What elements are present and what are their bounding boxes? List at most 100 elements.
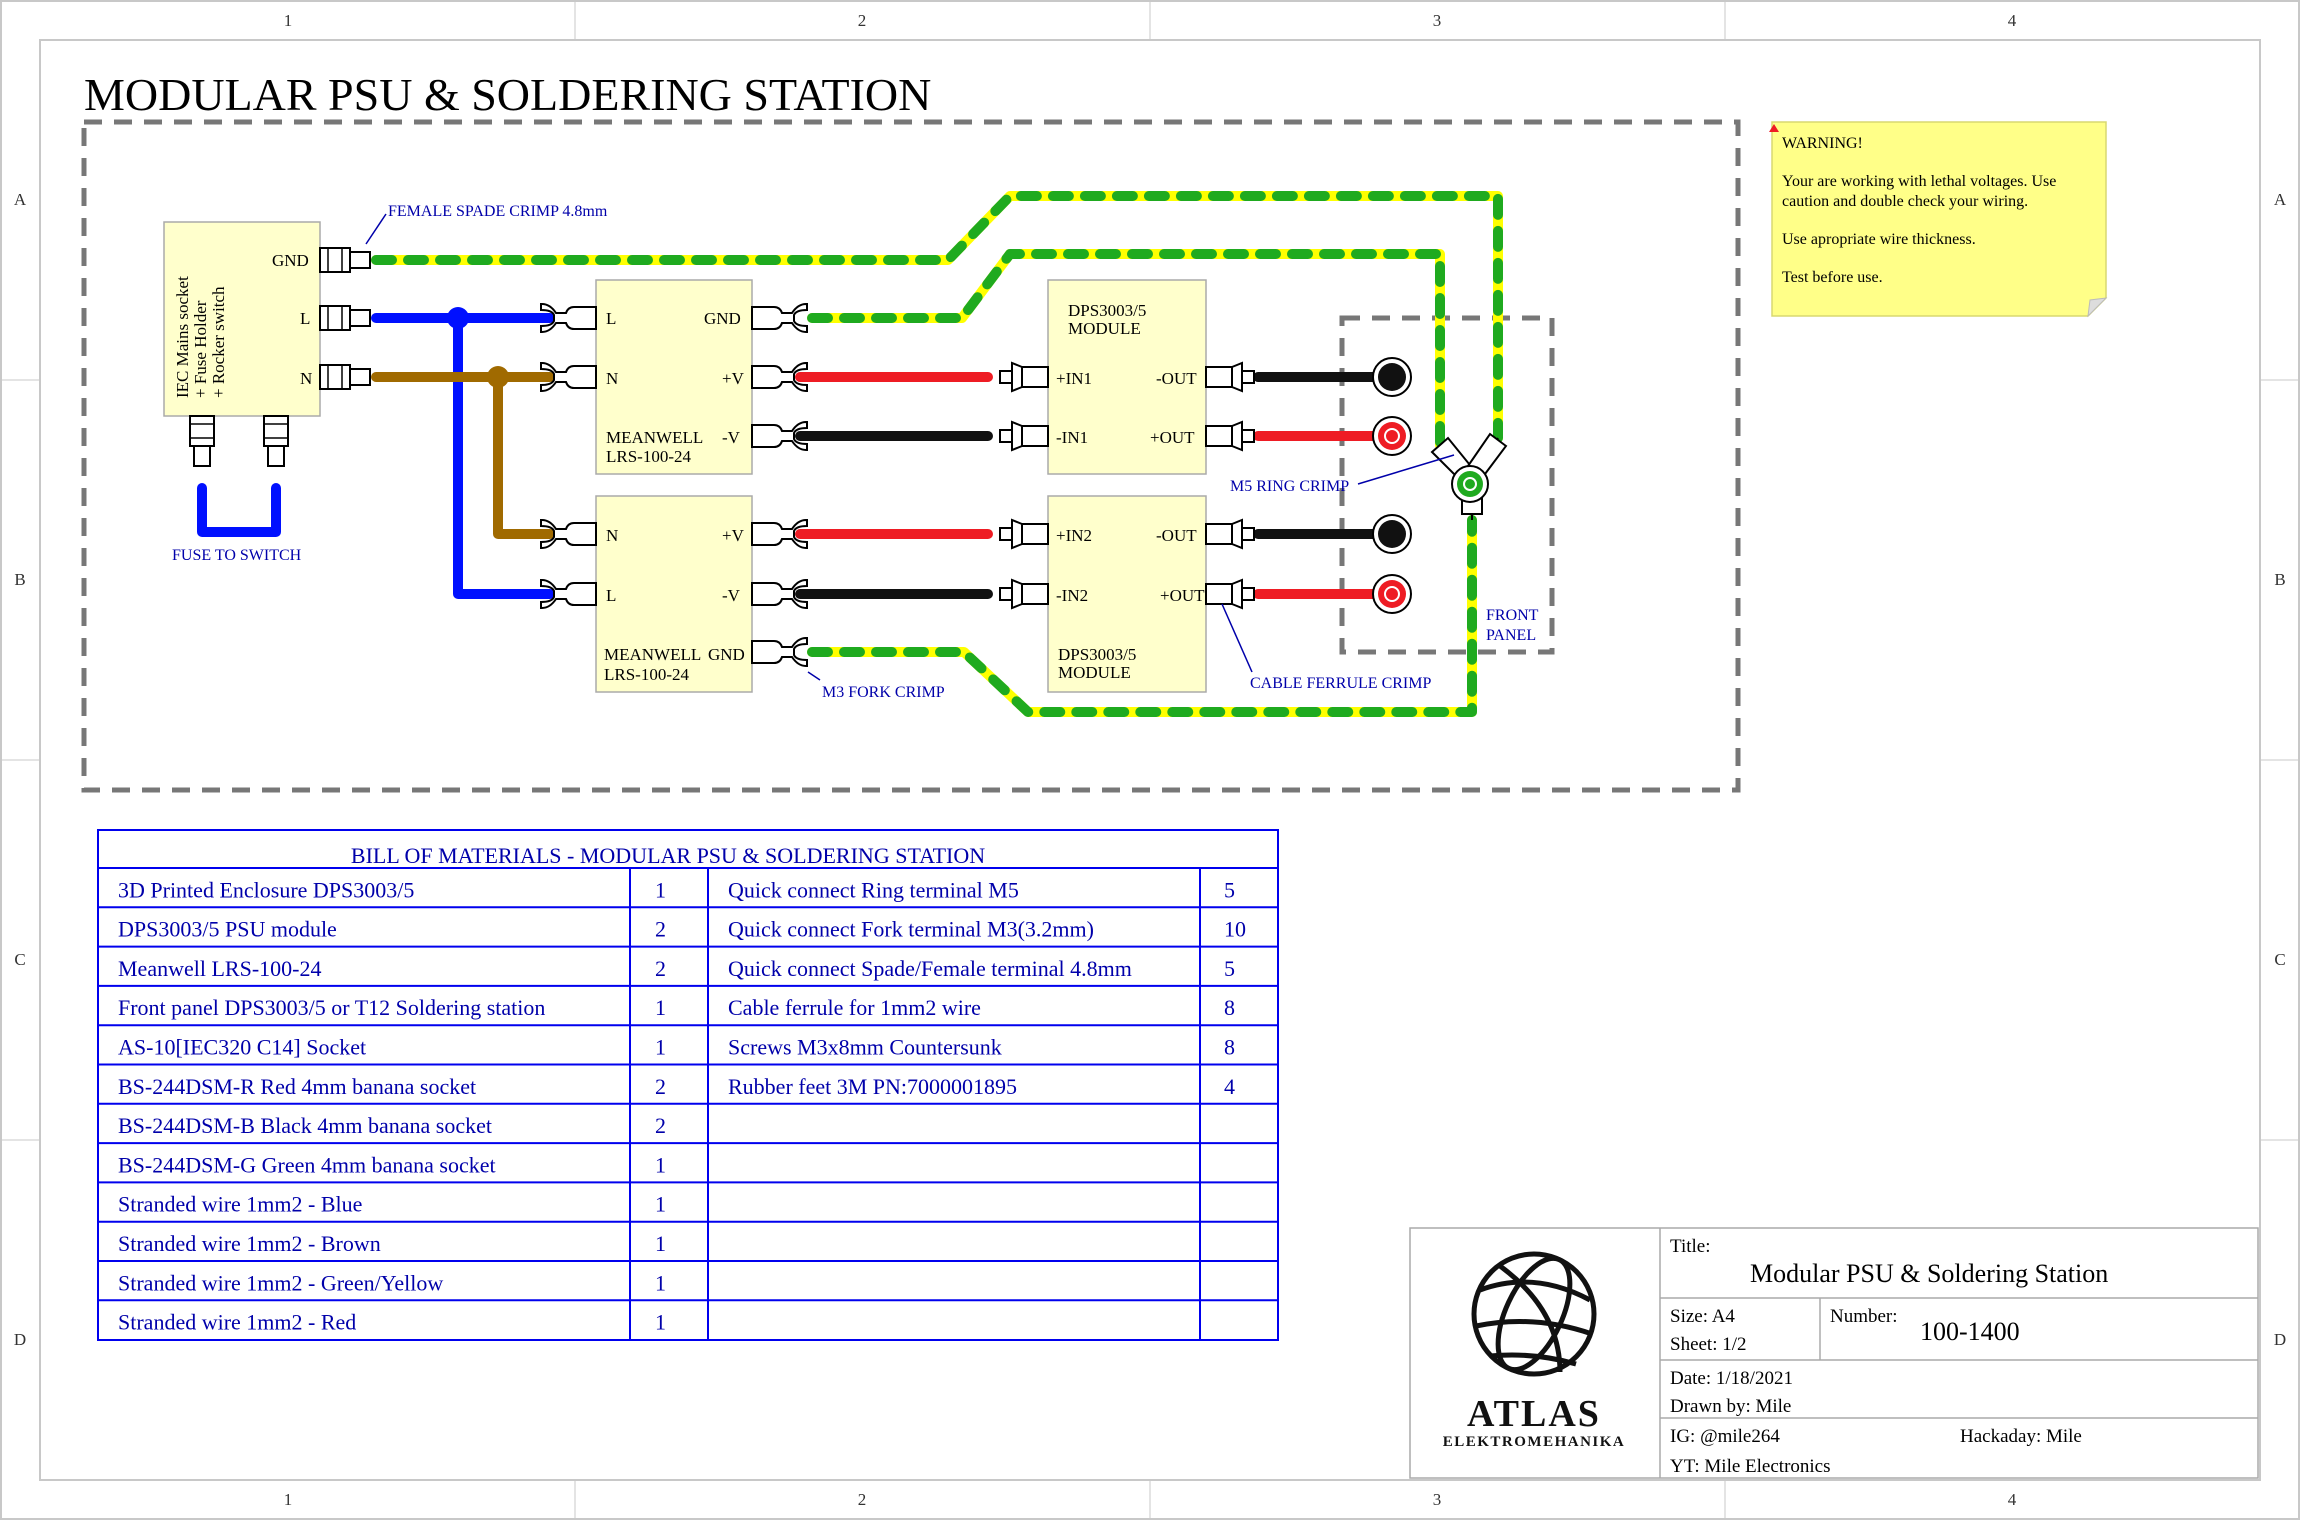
page-title: MODULAR PSU & SOLDERING STATION [84,69,931,120]
callout-front-panel: FRONT [1486,607,1539,624]
pin-label: L [606,309,616,328]
bom-qty: 10 [1224,917,1246,942]
fuse-wire [197,483,281,537]
sheet-field: Sheet: 1/2 [1670,1334,1747,1355]
wires [197,191,1503,717]
pin-label: +IN2 [1056,526,1092,545]
callouts: FEMALE SPADE CRIMP 4.8mm FUSE TO SWITCH … [172,203,1539,701]
enclosure-outline [81,119,1741,793]
col-label: 3 [1433,1490,1442,1509]
iec-label: IEC Mains socket [173,276,192,398]
col-label: 2 [858,11,867,30]
drawing-number: 100-1400 [1920,1317,2020,1346]
bom-item: Quick connect Fork terminal M3(3.2mm) [728,917,1094,942]
pin-label: +OUT [1150,428,1195,447]
module-name: DPS3003/5 [1058,645,1136,664]
dps-module-1: DPS3003/5 MODULE +IN1 -IN1 -OUT +OUT [999,279,1255,475]
meanwell-psu-2: N L +V -V GND MEANWELL LRS-100-24 [540,495,808,693]
pin-label: +V [722,526,745,545]
pin-label: +IN1 [1056,369,1092,388]
bom-item: Quick connect Spade/Female terminal 4.8m… [728,956,1132,981]
module-name: MEANWELL [604,645,701,664]
dps-module-2: +IN2 -IN2 -OUT +OUT DPS3003/5 MODULE [999,495,1255,693]
warning-note: WARNING! Your are working with lethal vo… [1769,121,2108,318]
line-wire [371,313,555,599]
bom-title: BILL OF MATERIALS - MODULAR PSU & SOLDER… [351,843,985,868]
warning-text: Test before use. [1782,269,1883,286]
module-model: LRS-100-24 [606,447,692,466]
iec-label: + Rocker switch [209,286,228,398]
bom-item: Screws M3x8mm Countersunk [728,1035,1002,1060]
row-label: B [2274,570,2285,589]
row-label: C [14,950,25,969]
title-block: ATLAS ELEKTROMEHANIKA Title: Modular PSU… [1409,1227,2259,1479]
row-label: D [14,1330,26,1349]
callout-ferrule: CABLE FERRULE CRIMP [1250,675,1431,692]
ig-field: IG: @mile264 [1670,1426,1780,1447]
bom-item: BS-244DSM-R Red 4mm banana socket [118,1074,476,1099]
callout-fork: M3 FORK CRIMP [822,684,945,701]
pin-label: GND [708,645,745,664]
pin-label: L [300,309,310,328]
pin-label: -OUT [1156,369,1197,388]
banana-socket-red [1372,416,1412,456]
bom-qty: 2 [655,1074,666,1099]
size-field: Size: A4 [1670,1306,1735,1327]
pin-label: N [300,369,312,388]
pin-label: N [606,526,618,545]
module-name: DPS3003/5 [1068,301,1146,320]
bom-item: Stranded wire 1mm2 - Red [118,1310,356,1335]
row-label: D [2274,1330,2286,1349]
pin-label: N [606,369,618,388]
bom-item: Cable ferrule for 1mm2 wire [728,995,981,1020]
row-label: C [2274,950,2285,969]
bom-item: DPS3003/5 PSU module [118,917,337,942]
pin-label: L [606,586,616,605]
bom-qty: 1 [655,1270,666,1295]
bom-qty: 2 [655,917,666,942]
bom-qty: 1 [655,877,666,902]
logo-name: ATLAS [1467,1393,1601,1435]
meanwell-psu-1: L N GND +V -V MEANWELL LRS-100-24 [540,279,808,475]
module-sub: MODULE [1068,319,1141,338]
warning-text: Your are working with lethal voltages. U… [1782,173,2056,190]
junction-dot [487,366,509,388]
drawn-by-field: Drawn by: Mile [1670,1396,1791,1417]
bom-item: BS-244DSM-G Green 4mm banana socket [118,1152,496,1177]
junction-dot [447,307,469,329]
bom-table: BILL OF MATERIALS - MODULAR PSU & SOLDER… [97,829,1279,1341]
bom-qty: 1 [655,1152,666,1177]
bom-item: Rubber feet 3M PN:7000001895 [728,1074,1017,1099]
bom-item: Stranded wire 1mm2 - Green/Yellow [118,1270,443,1295]
pin-label: +OUT [1160,586,1205,605]
logo-sub: ELEKTROMEHANIKA [1443,1434,1626,1450]
pin-label: -IN2 [1056,586,1088,605]
bom-qty: 1 [655,1310,666,1335]
pin-label: -OUT [1156,526,1197,545]
bom-qty: 4 [1224,1074,1235,1099]
neutral-wire [371,372,555,539]
warning-title: WARNING! [1782,135,1863,152]
pin-label: +V [722,369,745,388]
bom-item: AS-10[IEC320 C14] Socket [118,1035,366,1060]
yt-field: YT: Mile Electronics [1670,1456,1831,1477]
bom-item: Meanwell LRS-100-24 [118,956,321,981]
module-name: MEANWELL [606,428,703,447]
col-label: 4 [2008,1490,2017,1509]
warning-icon [1769,124,1779,132]
bom-qty: 5 [1224,877,1235,902]
callout-fuse: FUSE TO SWITCH [172,547,302,564]
warning-text: caution and double check your wiring. [1782,193,2028,210]
col-label: 4 [2008,11,2017,30]
row-label: A [14,190,27,209]
bom-qty: 2 [655,956,666,981]
bom-qty: 1 [655,1231,666,1256]
bom-qty: 8 [1224,995,1235,1020]
globe-logo-icon [1471,1251,1597,1377]
callout-front-panel: PANEL [1486,627,1536,644]
title-label: Title: [1670,1236,1711,1257]
hackaday-field: Hackaday: Mile [1960,1426,2082,1447]
earth-wire [371,191,1503,717]
